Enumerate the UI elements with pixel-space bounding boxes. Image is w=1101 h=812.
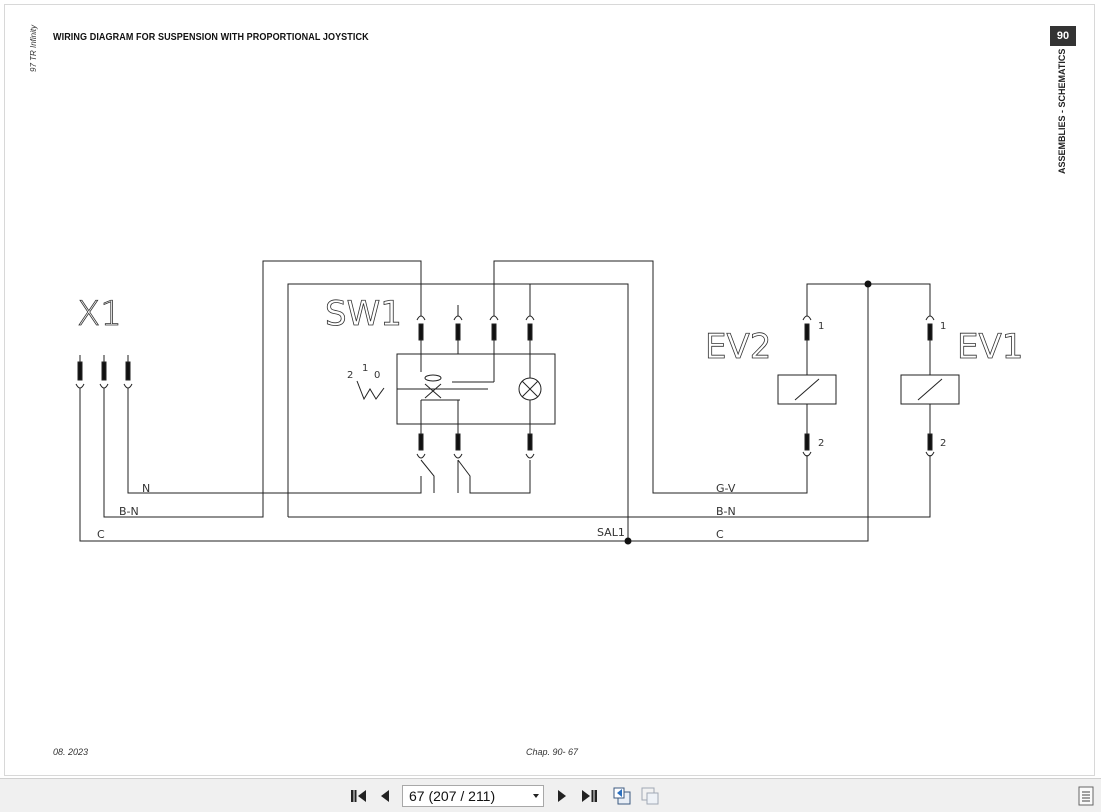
next-view-button[interactable] (638, 786, 662, 806)
menu-button[interactable] (1076, 786, 1096, 806)
page-number-select[interactable]: 67 (207 / 211) (402, 785, 544, 807)
previous-page-icon (381, 790, 389, 802)
next-page-icon (558, 790, 566, 802)
ev1-label: EV1 (957, 327, 1023, 367)
previous-view-button[interactable] (610, 786, 634, 806)
document-page (4, 4, 1095, 776)
ev1-solenoid (900, 315, 960, 457)
page-title: WIRING DIAGRAM FOR SUSPENSION WITH PROPO… (53, 31, 369, 43)
wire-label-n: N (142, 482, 150, 495)
footer-date: 08. 2023 (53, 747, 89, 757)
switch-position-0: 0 (374, 370, 380, 381)
next-page-button[interactable] (553, 786, 571, 806)
x1-label: X1 (77, 294, 122, 334)
ev2-pin-1: 1 (818, 321, 824, 332)
first-page-button[interactable] (348, 786, 370, 806)
switch-position-2: 2 (347, 370, 353, 381)
junction-dot-top (864, 280, 872, 288)
footer-chapter: Chap. 90- 67 (526, 747, 579, 757)
wire-label-bn-left: B-N (119, 505, 139, 518)
menu-icon (1078, 786, 1094, 806)
chapter-badge: 90 (1050, 26, 1076, 46)
ev1-pin-2: 2 (940, 438, 946, 449)
ev2-solenoid (777, 315, 837, 457)
wire-label-c-right: C (716, 528, 724, 541)
wiring-diagram: X1 SW1 EV2 EV1 2 1 0 N B-N C G-V B-N C S… (75, 260, 1024, 545)
previous-page-button[interactable] (376, 786, 394, 806)
chevron-down-icon (533, 794, 539, 798)
junction-dot-sal1 (624, 537, 632, 545)
sw1-top-pins (416, 305, 535, 341)
next-view-icon (641, 787, 659, 805)
sw1-bottom-pins (416, 424, 535, 459)
sw1-label: SW1 (325, 294, 402, 334)
ev2-label: EV2 (705, 327, 771, 367)
sal1-label: SAL1 (597, 526, 625, 539)
ev2-pin-2: 2 (818, 438, 824, 449)
x1-connector (75, 355, 133, 389)
wire-label-c-left: C (97, 528, 105, 541)
ev1-pin-1: 1 (940, 321, 946, 332)
navigation-toolbar: 67 (207 / 211) (0, 778, 1101, 812)
switch-position-1: 1 (362, 363, 368, 374)
first-page-icon (351, 790, 366, 802)
last-page-button[interactable] (578, 786, 600, 806)
page-number-value: 67 (207 / 211) (409, 788, 496, 804)
previous-view-icon (613, 787, 631, 805)
wire-label-bn-right: B-N (716, 505, 736, 518)
last-page-icon (582, 790, 597, 802)
wire-label-gv: G-V (716, 482, 736, 495)
